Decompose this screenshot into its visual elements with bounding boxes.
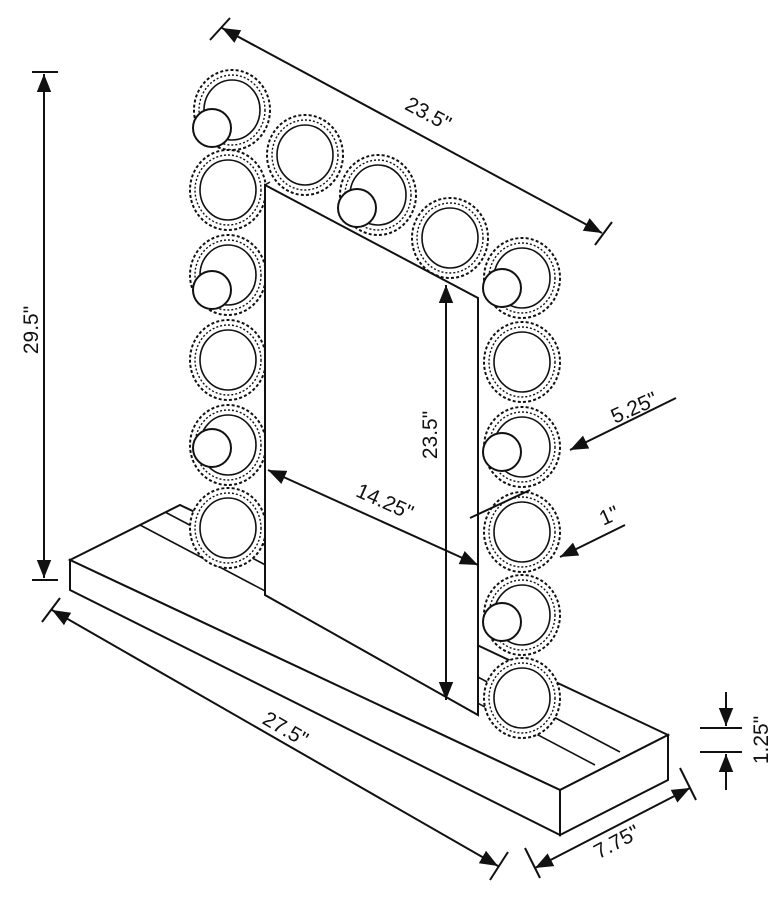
dim-frame-thickness: 1"	[559, 502, 626, 558]
bulb	[482, 432, 522, 472]
bulb-ring	[266, 114, 344, 196]
bulb	[482, 268, 522, 308]
bulb-ring	[189, 487, 267, 569]
base-depth-label: 7.75"	[590, 821, 643, 864]
bulb	[192, 428, 232, 468]
bulb	[337, 188, 377, 228]
frame-thickness-label: 1"	[596, 502, 623, 531]
bulb	[192, 270, 232, 310]
dim-base-height: 1.25"	[700, 692, 773, 790]
bulb-ring	[411, 197, 489, 279]
dim-total-height: 29.5"	[20, 71, 58, 581]
bulb-ring	[189, 319, 267, 401]
base-height-label: 1.25"	[750, 716, 773, 764]
bulb	[482, 602, 522, 642]
bulb-ring	[483, 657, 561, 739]
mirror-height-label: 23.5"	[419, 411, 442, 459]
bulb-ring	[189, 149, 267, 231]
bulb-ring	[483, 321, 561, 403]
total-height-label: 29.5"	[20, 306, 43, 354]
bulb	[192, 108, 232, 148]
depth-top-label: 5.25"	[608, 388, 662, 429]
bulb-ring	[483, 491, 561, 573]
